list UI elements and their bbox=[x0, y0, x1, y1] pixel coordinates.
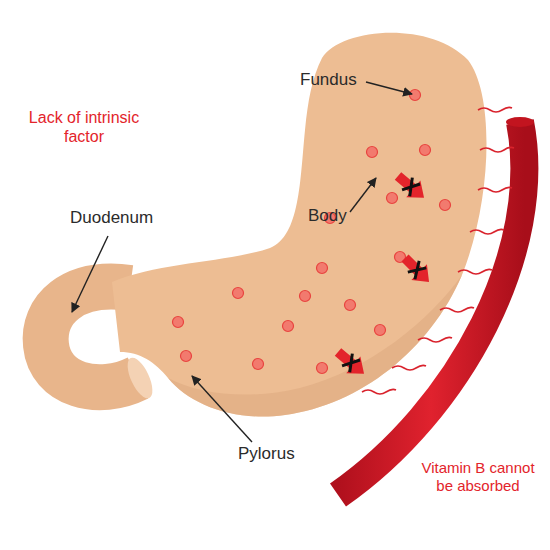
vitamin-dot bbox=[300, 291, 311, 302]
squiggle-line bbox=[440, 307, 474, 312]
vitamin-dot bbox=[253, 359, 264, 370]
part-name: Body bbox=[308, 206, 347, 226]
squiggle-line bbox=[362, 389, 396, 394]
red-arrow bbox=[391, 168, 431, 207]
blocked-arrow bbox=[391, 168, 431, 207]
squiggle-line bbox=[478, 187, 512, 192]
vitamin-dot bbox=[317, 263, 328, 274]
part-name: Duodenum bbox=[70, 208, 153, 228]
block-cross bbox=[402, 178, 420, 197]
blood-vessel bbox=[338, 122, 524, 495]
blocked-arrow bbox=[331, 344, 371, 383]
vitamin-dot bbox=[387, 193, 398, 204]
squiggle-line bbox=[480, 147, 514, 152]
vitamin-dot bbox=[367, 147, 378, 158]
vitamin-dot bbox=[375, 325, 386, 336]
note-text: Vitamin B cannot be absorbed bbox=[410, 458, 546, 496]
block-cross bbox=[408, 261, 426, 279]
squiggle-line bbox=[470, 229, 504, 234]
squiggle-line bbox=[478, 107, 512, 112]
vessel-end bbox=[506, 117, 534, 127]
vitamin-dot bbox=[317, 363, 328, 374]
squiggle-line bbox=[392, 365, 426, 370]
vitamin-dot bbox=[345, 300, 356, 311]
vitamin-dot bbox=[181, 351, 192, 362]
leader-line bbox=[366, 82, 412, 94]
part-name: Pylorus bbox=[238, 444, 295, 464]
stomach-shade bbox=[168, 275, 462, 417]
vitamin-dot bbox=[283, 321, 294, 332]
blocked-arrow bbox=[397, 250, 437, 290]
vitamin-dot bbox=[420, 145, 431, 156]
red-arrow bbox=[397, 250, 437, 290]
squiggle-line bbox=[418, 337, 452, 342]
block-cross bbox=[342, 354, 360, 373]
leader-line bbox=[192, 376, 252, 442]
leader-line bbox=[72, 236, 108, 312]
squiggle-line bbox=[458, 269, 492, 274]
note-text: Lack of intrinsic factor bbox=[14, 108, 154, 146]
vitamin-dot bbox=[440, 200, 451, 211]
vitamin-dot bbox=[410, 90, 421, 101]
leader-line bbox=[350, 178, 376, 212]
vitamin-dot bbox=[173, 317, 184, 328]
vitamin-dot bbox=[233, 288, 244, 299]
stomach-body bbox=[112, 33, 487, 417]
part-name: Fundus bbox=[300, 70, 357, 90]
red-arrow bbox=[331, 344, 371, 383]
